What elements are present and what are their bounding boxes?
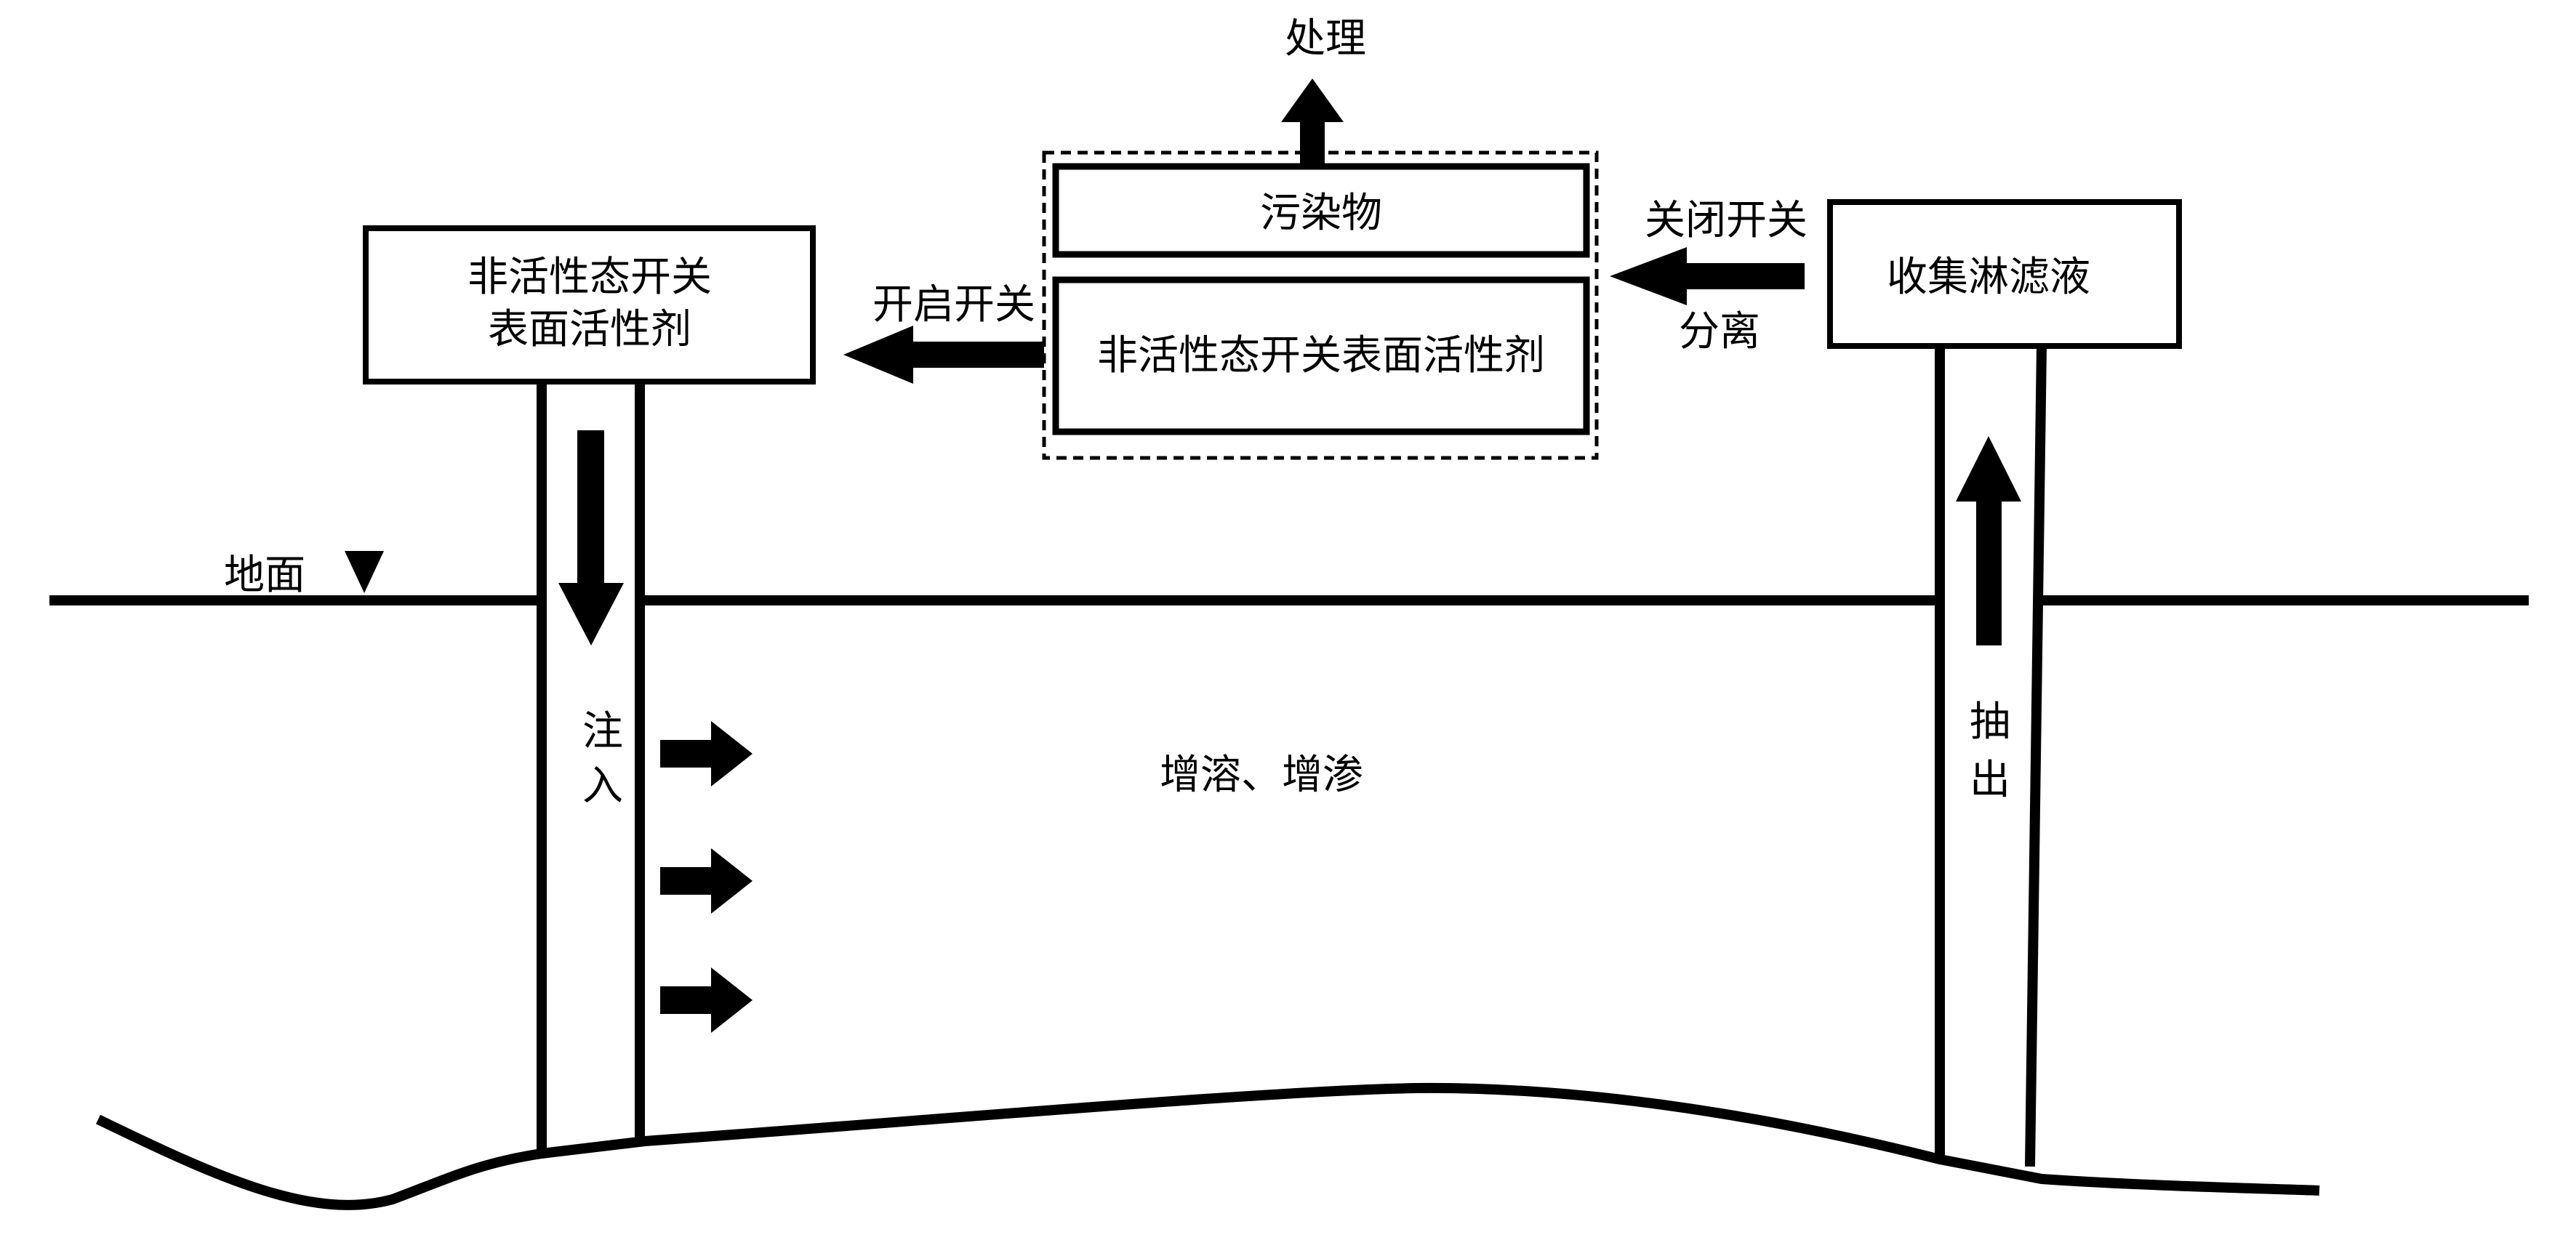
collect-leachate-box [1827, 199, 2182, 349]
lateral-flow-arrow-icon [660, 967, 753, 1033]
extract-label-2: 出 [1970, 757, 2010, 804]
left-box-line-2: 表面活性剂 [488, 306, 691, 353]
separation-label: 分离 [1679, 308, 1760, 355]
aquifer-bottom-curve [95, 1082, 2320, 1210]
switch-off-label: 关闭开关 [1645, 197, 1807, 244]
treatment-label: 处理 [1285, 15, 1366, 63]
treatment-up-arrow-icon [1281, 78, 1344, 164]
solubilization-label: 增溶、增渗 [1160, 752, 1363, 799]
inject-label-1: 注 [582, 708, 623, 755]
switch-on-left-arrow-icon [843, 326, 1044, 384]
pollutant-label: 污染物 [1260, 190, 1382, 237]
extract-label-1: 抽 [1970, 698, 2010, 746]
extract-up-arrow-icon [1956, 436, 2021, 645]
switch-on-label: 开启开关 [872, 281, 1035, 329]
ground-marker-icon [345, 551, 384, 593]
lateral-flow-arrow-icon [660, 848, 753, 914]
inactive-surfactant-box [1052, 276, 1590, 435]
collect-leachate-label: 收集淋滤液 [1887, 254, 2090, 301]
inject-label-2: 入 [582, 762, 623, 810]
ground-label: 地面 [224, 552, 305, 599]
left-surfactant-box [363, 225, 816, 385]
pollutant-box [1052, 163, 1590, 258]
inactive-surfactant-label: 非活性态开关表面活性剂 [1097, 332, 1545, 379]
lateral-flow-arrow-icon [660, 721, 753, 786]
inject-down-arrow-icon [558, 430, 624, 645]
extraction-well-right-wall [2025, 347, 2047, 1167]
switch-off-left-arrow-icon [1610, 247, 1805, 305]
left-box-line-1: 非活性态开关 [468, 254, 712, 301]
